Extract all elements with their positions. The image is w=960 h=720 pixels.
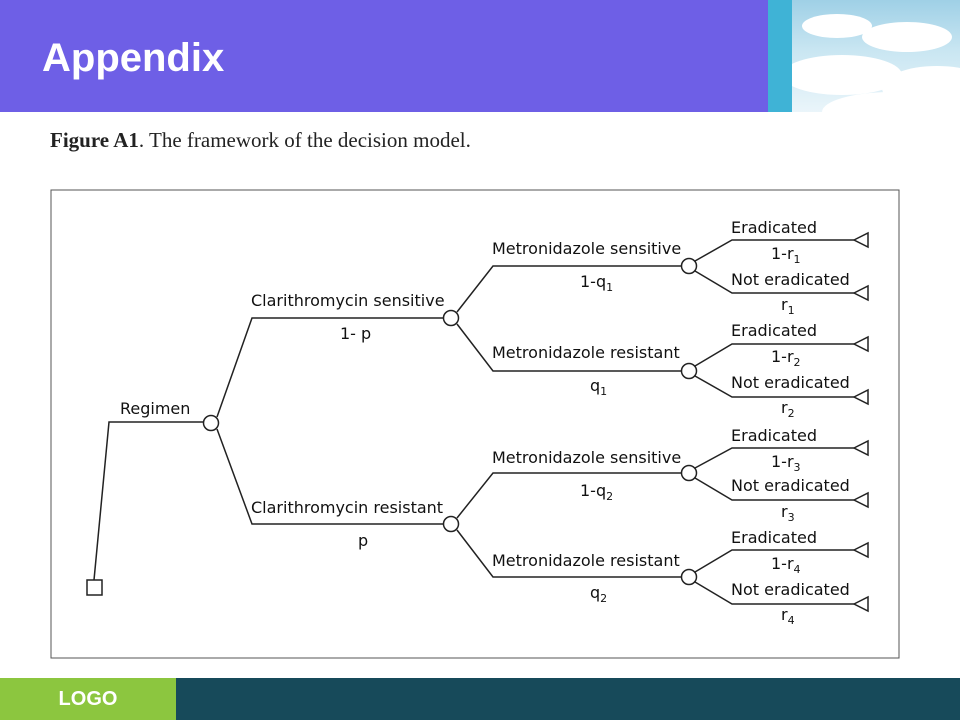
prob-not-eradicated-3: r3 xyxy=(781,502,795,524)
prob-eradicated-4: 1-r4 xyxy=(771,554,801,576)
terminal-node-erad-2 xyxy=(852,335,869,353)
terminal-node-erad-1 xyxy=(852,231,869,249)
prob-metro-1: 1-q1 xyxy=(580,272,613,294)
header-snow-image xyxy=(792,0,960,112)
branch-outcome-not-2 xyxy=(694,375,854,398)
chance-node-metro-4 xyxy=(680,568,698,586)
label-not-eradicated-4: Not eradicated xyxy=(731,580,850,599)
chance-node-regimen xyxy=(202,414,220,432)
label-not-eradicated-1: Not eradicated xyxy=(731,270,850,289)
prob-metro-2: q1 xyxy=(590,376,607,398)
prob-eradicated-4-sub: 4 xyxy=(794,563,801,576)
prob-eradicated-3-sub: 3 xyxy=(794,461,801,474)
label-metro-1: Metronidazole sensitive xyxy=(492,239,681,258)
footer-bar xyxy=(176,678,960,720)
prob-eradicated-3-base: 1-r xyxy=(771,452,794,471)
figure-caption-text: . The framework of the decision model. xyxy=(138,128,471,152)
prob-eradicated-3: 1-r3 xyxy=(771,452,801,474)
prob-eradicated-4-base: 1-r xyxy=(771,554,794,573)
branch-metro-1 xyxy=(456,265,682,313)
branch-outcome-erad-2 xyxy=(694,343,854,367)
label-eradicated-1: Eradicated xyxy=(731,218,817,237)
label-eradicated-4: Eradicated xyxy=(731,528,817,547)
prob-not-eradicated-4-base: r xyxy=(781,605,788,624)
prob-eradicated-2-base: 1-r xyxy=(771,347,794,366)
branch-outcome-not-3 xyxy=(694,477,854,501)
branch-outcome-erad-1 xyxy=(694,239,854,262)
prob-clari-sensitive: 1- p xyxy=(340,324,371,343)
figure-frame xyxy=(50,189,900,659)
prob-not-eradicated-3-sub: 3 xyxy=(788,511,795,524)
terminal-node-not-3 xyxy=(852,491,869,509)
prob-not-eradicated-1-sub: 1 xyxy=(788,304,795,317)
chance-node-clari-sensitive xyxy=(442,309,460,327)
branch-outcome-erad-4 xyxy=(694,549,854,573)
branch-metro-3 xyxy=(456,472,682,519)
prob-clari-resistant: p xyxy=(358,531,368,550)
prob-metro-4-base: q xyxy=(590,583,600,602)
figure-caption-label: Figure A1 xyxy=(50,128,139,152)
prob-eradicated-1: 1-r1 xyxy=(771,244,801,266)
branch-outcome-not-4 xyxy=(694,581,854,605)
branch-outcome-erad-3 xyxy=(694,447,854,469)
prob-metro-1-sub: 1 xyxy=(606,281,613,294)
prob-not-eradicated-1: r1 xyxy=(781,295,795,317)
root-branch xyxy=(93,421,204,581)
footer-logo: LOGO xyxy=(0,678,176,720)
prob-metro-3: 1-q2 xyxy=(580,481,613,503)
label-clari-sensitive: Clarithromycin sensitive xyxy=(251,291,445,310)
label-not-eradicated-2: Not eradicated xyxy=(731,373,850,392)
prob-metro-3-base: 1-q xyxy=(580,481,606,500)
decision-node xyxy=(86,579,103,596)
chance-node-metro-1 xyxy=(680,257,698,275)
prob-eradicated-1-sub: 1 xyxy=(794,253,801,266)
prob-eradicated-2-sub: 2 xyxy=(794,356,801,369)
prob-metro-2-base: q xyxy=(590,376,600,395)
prob-not-eradicated-4-sub: 4 xyxy=(788,614,795,627)
prob-not-eradicated-2: r2 xyxy=(781,398,795,420)
terminal-node-not-2 xyxy=(852,388,869,406)
prob-metro-1-base: 1-q xyxy=(580,272,606,291)
branch-clari-resistant xyxy=(216,428,444,525)
prob-metro-3-sub: 2 xyxy=(606,490,613,503)
prob-not-eradicated-2-base: r xyxy=(781,398,788,417)
chance-node-metro-2 xyxy=(680,362,698,380)
header-bar xyxy=(0,0,768,112)
terminal-node-erad-4 xyxy=(852,541,869,559)
label-metro-3: Metronidazole sensitive xyxy=(492,448,681,467)
prob-eradicated-1-base: 1-r xyxy=(771,244,794,263)
branch-outcome-not-1 xyxy=(694,270,854,294)
terminal-node-not-1 xyxy=(852,284,869,302)
prob-not-eradicated-4: r4 xyxy=(781,605,795,627)
branch-metro-2 xyxy=(456,323,682,372)
chance-node-metro-3 xyxy=(680,464,698,482)
label-clari-resistant: Clarithromycin resistant xyxy=(251,498,443,517)
prob-metro-4-sub: 2 xyxy=(600,592,607,605)
label-metro-4: Metronidazole resistant xyxy=(492,551,680,570)
terminal-node-not-4 xyxy=(852,595,869,613)
branch-clari-sensitive xyxy=(216,317,444,418)
label-not-eradicated-3: Not eradicated xyxy=(731,476,850,495)
prob-metro-4: q2 xyxy=(590,583,607,605)
chance-node-clari-resistant xyxy=(442,515,460,533)
prob-metro-2-sub: 1 xyxy=(600,385,607,398)
prob-not-eradicated-1-base: r xyxy=(781,295,788,314)
label-regimen: Regimen xyxy=(120,399,190,418)
header-stripe xyxy=(768,0,792,112)
label-eradicated-3: Eradicated xyxy=(731,426,817,445)
label-eradicated-2: Eradicated xyxy=(731,321,817,340)
prob-not-eradicated-2-sub: 2 xyxy=(788,407,795,420)
prob-eradicated-2: 1-r2 xyxy=(771,347,801,369)
figure-caption: Figure A1. The framework of the decision… xyxy=(50,128,471,153)
prob-not-eradicated-3-base: r xyxy=(781,502,788,521)
slide-title: Appendix xyxy=(42,36,225,80)
label-metro-2: Metronidazole resistant xyxy=(492,343,680,362)
branch-metro-4 xyxy=(456,529,682,578)
terminal-node-erad-3 xyxy=(852,439,869,457)
